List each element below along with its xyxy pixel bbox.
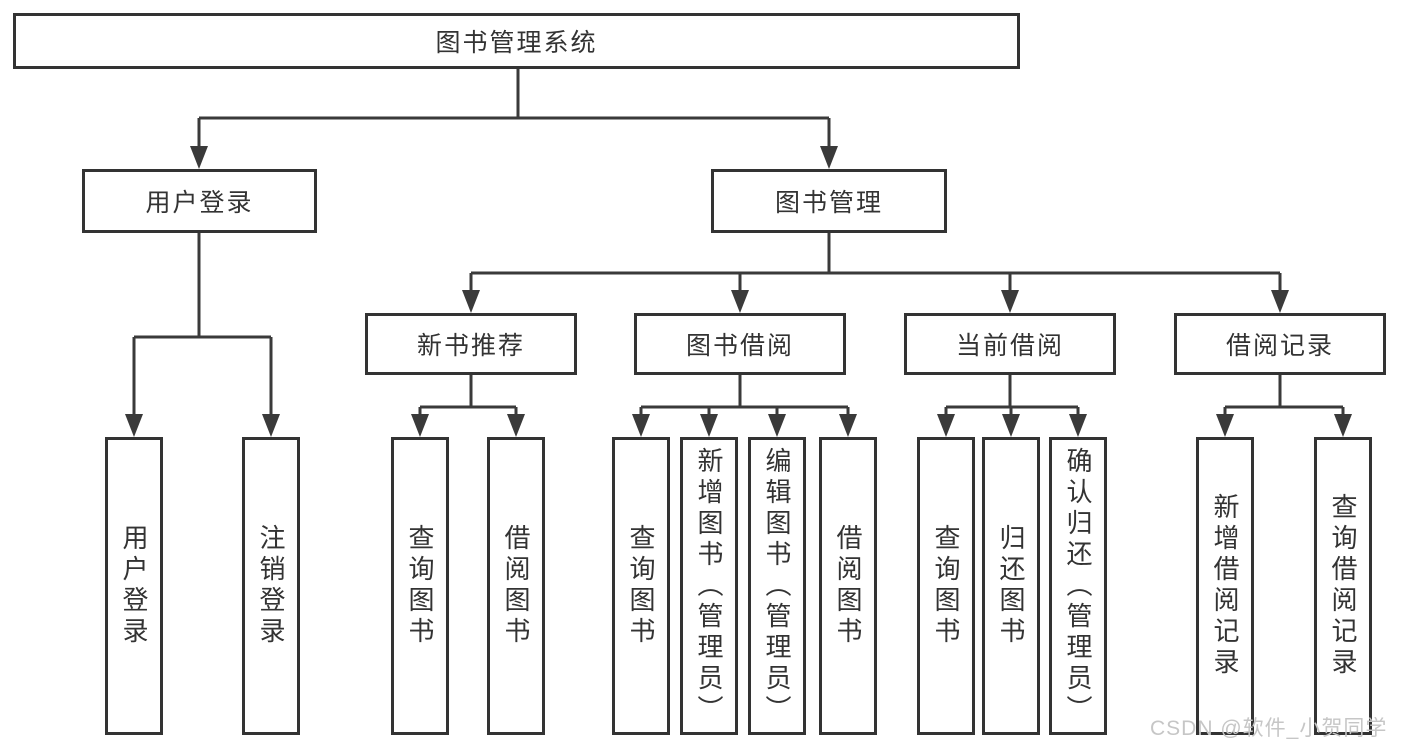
node-label: 编辑图书（管理员） [762,446,792,726]
arrowhead-icon [462,290,480,313]
node-user-login: 用户登录 [105,437,163,735]
node-confirm-return-admin: 确认归还（管理员） [1049,437,1107,735]
arrowhead-icon [839,414,857,437]
node-new-book-recommendation: 新书推荐 [365,313,577,375]
arrowhead-icon [1271,290,1289,313]
node-label: 查询图书 [405,524,435,648]
arrowhead-icon [768,414,786,437]
node-borrow-books: 借阅图书 [819,437,877,735]
arrowhead-icon [1002,414,1020,437]
node-label: 确认归还（管理员） [1063,446,1093,726]
node-edit-book-admin: 编辑图书（管理员） [748,437,806,735]
node-label: 注销登录 [256,524,286,648]
arrowhead-icon [700,414,718,437]
arrow-stems [132,118,1345,418]
node-label: 查询借阅记录 [1328,493,1358,679]
node-label: 图书管理系统 [435,29,598,57]
node-label: 借阅记录 [1225,332,1334,360]
arrowhead-icon [507,414,525,437]
node-add-borrow-record: 新增借阅记录 [1196,437,1254,735]
tree-branch-lines [134,68,1343,409]
node-label: 当前借阅 [955,332,1064,360]
arrowhead-icon [937,414,955,437]
node-borrowing-records: 借阅记录 [1174,313,1386,375]
node-label: 新增借阅记录 [1210,493,1240,679]
arrowhead-icon [125,414,143,437]
node-label: 新增图书（管理员） [694,446,724,726]
node-query-books-current: 查询图书 [917,437,975,735]
arrowhead-icon [262,414,280,437]
arrowhead-icon [1069,414,1087,437]
arrowhead-icon [632,414,650,437]
arrowhead-icon [411,414,429,437]
node-current-borrowing: 当前借阅 [904,313,1116,375]
node-label: 借阅图书 [501,524,531,648]
node-library-system: 图书管理系统 [13,13,1020,69]
node-label: 借阅图书 [833,524,863,648]
arrowhead-icon [1334,414,1352,437]
node-query-books-recommend: 查询图书 [391,437,449,735]
arrowhead-icon [820,146,838,169]
arrowhead-icon [1001,290,1019,313]
node-query-borrow-record: 查询借阅记录 [1314,437,1372,735]
node-label: 图书借阅 [685,332,794,360]
node-return-books: 归还图书 [982,437,1040,735]
node-label: 用户登录 [145,189,254,217]
node-label: 图书管理 [774,189,883,217]
node-label: 查询图书 [931,524,961,648]
csdn-watermark: CSDN @软件_小贺同学 [1150,717,1388,740]
node-borrow-books-recommend: 借阅图书 [487,437,545,735]
arrowhead-icon [190,146,208,169]
node-book-borrowing: 图书借阅 [634,313,846,375]
node-query-books-borrowing: 查询图书 [612,437,670,735]
arrowheads [125,146,1352,437]
node-logout: 注销登录 [242,437,300,735]
arrowhead-icon [731,290,749,313]
node-book-management: 图书管理 [711,169,947,233]
node-label: 归还图书 [996,524,1026,648]
node-label: 用户登录 [119,524,149,648]
node-label: 查询图书 [626,524,656,648]
node-user-login-module: 用户登录 [82,169,317,233]
node-add-book-admin: 新增图书（管理员） [680,437,738,735]
arrowhead-icon [1216,414,1234,437]
node-label: 新书推荐 [416,332,525,360]
